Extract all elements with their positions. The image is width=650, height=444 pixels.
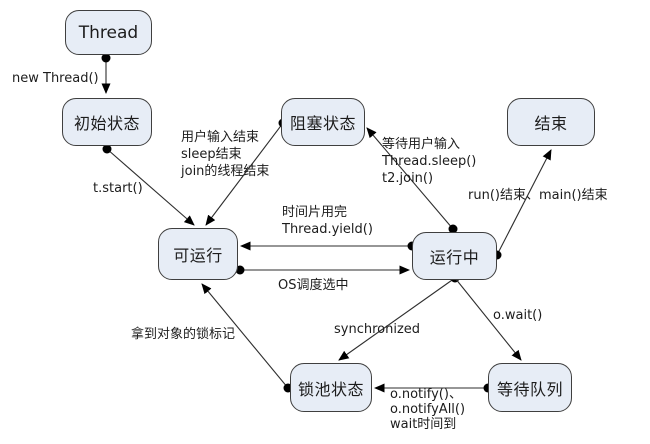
node-thread: Thread — [65, 10, 152, 55]
edge-label-os-schedule: OS调度选中 — [278, 278, 349, 293]
edge-label-line: wait时间到 — [390, 417, 457, 432]
edge-running-to-blocked — [366, 127, 458, 234]
edge-label-run-end: run()结束、main()结束 — [468, 188, 608, 203]
edge-label-line: o.notify()、 — [390, 387, 462, 402]
edge-running-to-end — [492, 149, 552, 260]
edge-label-line: join的线程结束 — [181, 164, 270, 179]
edge-label-line: 等待用户输入 — [382, 137, 461, 152]
edge-label-line: Thread.sleep() — [382, 154, 477, 169]
node-wait-queue-state: 等待队列 — [488, 363, 572, 412]
edge-running-to-waitqueue — [454, 277, 522, 361]
edge-label-line: o.notifyAll() — [390, 402, 466, 417]
edge-label-yield: 时间片用完 Thread.yield() — [282, 204, 373, 238]
node-initial-state: 初始状态 — [62, 98, 152, 146]
edge-label-running-to-blocked: 等待用户输入 Thread.sleep() t2.join() — [382, 136, 476, 187]
edge-label-line: t2.join() — [382, 171, 434, 186]
edge-label-line: 用户输入结束 — [181, 130, 260, 145]
node-runnable-state: 可运行 — [158, 228, 238, 280]
edge-label-notify: o.notify()、 o.notifyAll() wait时间到 — [390, 387, 465, 432]
node-end-state: 结束 — [507, 98, 595, 146]
edge-initial-to-runnable — [102, 144, 195, 226]
node-blocked-state: 阻塞状态 — [281, 98, 365, 146]
edge-label-new-thread: new Thread() — [12, 71, 99, 86]
edge-runnable-to-running — [235, 265, 410, 275]
edge-label-line: sleep结束 — [181, 147, 242, 162]
edge-label-line: 时间片用完 — [282, 205, 348, 220]
node-running-state: 运行中 — [412, 232, 497, 280]
edge-label-get-lock: 拿到对象的锁标记 — [131, 327, 236, 342]
edge-label-line: Thread.yield() — [282, 222, 373, 237]
node-lock-pool-state: 锁池状态 — [290, 363, 372, 412]
edge-label-o-wait: o.wait() — [493, 308, 543, 323]
edge-label-blocked-to-runnable: 用户输入结束 sleep结束 join的线程结束 — [181, 129, 269, 180]
edge-running-to-runnable — [240, 241, 417, 251]
edge-thread-to-initial — [101, 53, 111, 94]
edge-running-to-lockpool — [338, 273, 460, 361]
edge-label-synchronized: synchronized — [334, 322, 421, 337]
edge-label-t-start: t.start() — [93, 181, 143, 196]
